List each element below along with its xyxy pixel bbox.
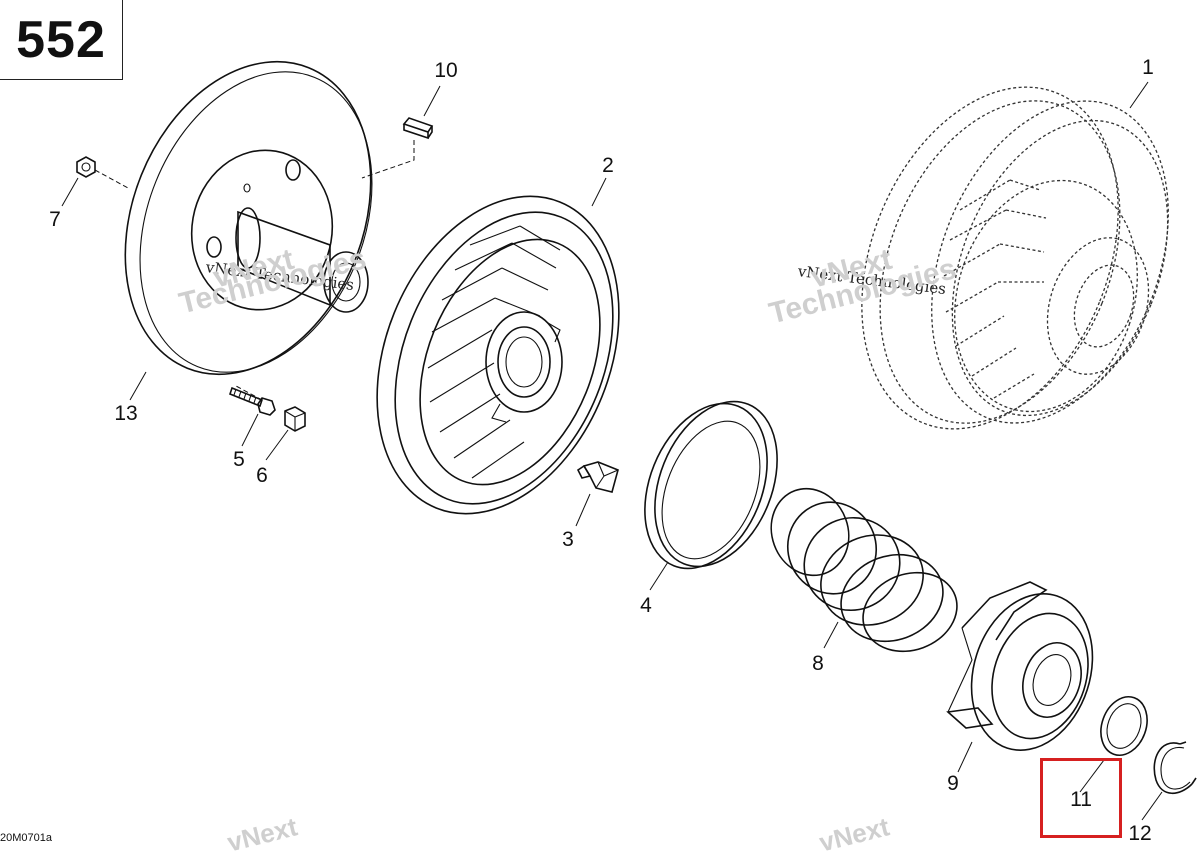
callout-4: 4 [640, 594, 652, 617]
callout-12: 12 [1128, 822, 1152, 845]
callout-7: 7 [49, 208, 61, 231]
part-10-key [402, 117, 434, 140]
part-3-slider-shoe [576, 461, 619, 493]
callout-6: 6 [256, 464, 268, 487]
callout-13: 13 [114, 402, 138, 425]
part-8-spring [770, 487, 958, 653]
part-5-bolt [229, 386, 276, 416]
highlight-box-part-11 [1040, 758, 1122, 838]
callout-11: 11 [1070, 788, 1092, 811]
callout-9: 9 [947, 772, 959, 795]
part-13-fixed-sheave [124, 60, 373, 376]
part-1-driven-pulley-assembly [861, 86, 1169, 430]
part-11-washer [1100, 696, 1148, 756]
page-number: 552 [16, 10, 106, 69]
page-number-box: 552 [0, 0, 123, 80]
callout-2: 2 [602, 154, 614, 177]
callout-3: 3 [562, 528, 574, 551]
part-2-movable-sheave [376, 195, 620, 515]
part-7-nut [76, 156, 96, 178]
part-9-cam [946, 581, 1094, 751]
callout-1: 1 [1142, 56, 1154, 79]
callout-8: 8 [812, 652, 824, 675]
drawing-code: 20M0701a [0, 832, 52, 844]
callout-5: 5 [233, 448, 245, 471]
leader-lines [61, 81, 1163, 821]
part-12-circlip [1153, 741, 1197, 795]
part-4-ring [644, 400, 778, 570]
part-6-nut [284, 406, 306, 432]
callout-10: 10 [434, 59, 458, 82]
